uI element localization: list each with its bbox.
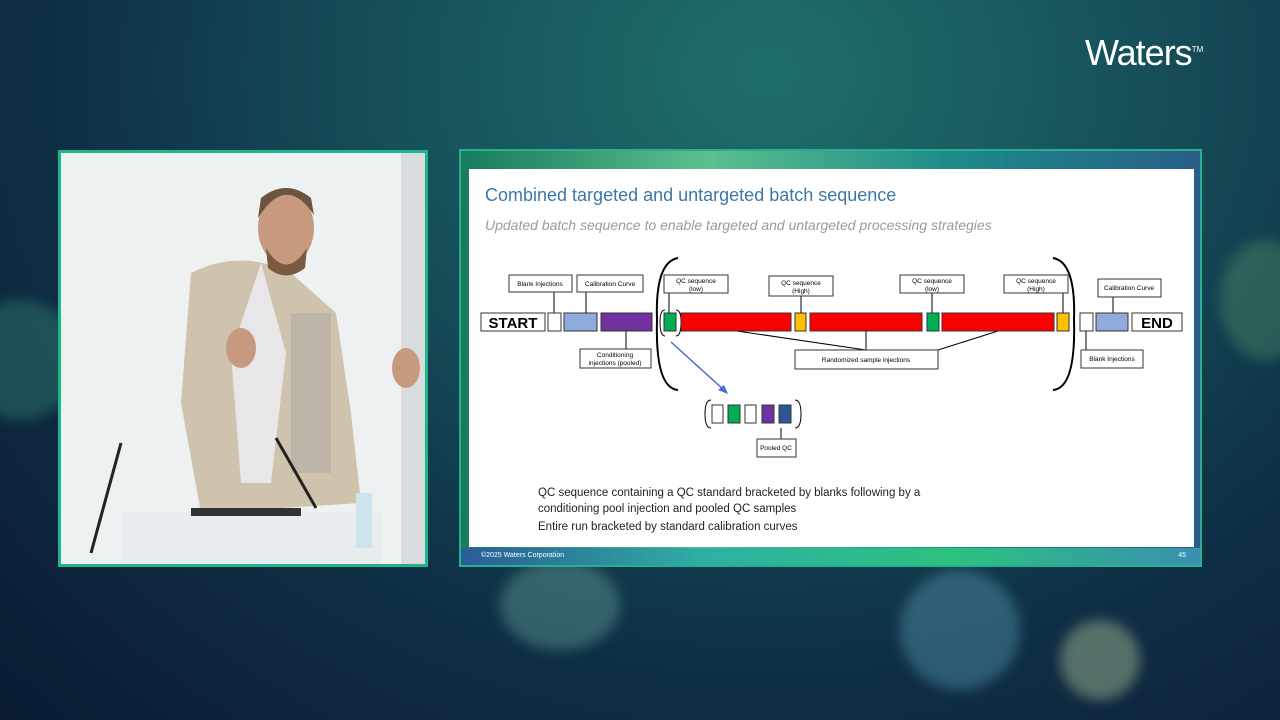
bullet-item: Entire run bracketed by standard calibra…	[538, 521, 798, 533]
slide-title: Combined targeted and untargeted batch s…	[485, 185, 897, 205]
blank-block	[1079, 312, 1094, 332]
page-number: 45	[1178, 552, 1186, 559]
calibration-curve-label: Calibration Curve	[585, 281, 636, 288]
pooled-blank-block	[711, 404, 724, 424]
calibration-block	[563, 312, 598, 332]
pooled-qc-block	[727, 404, 741, 424]
background-bokeh	[1060, 620, 1140, 700]
end-box	[1131, 312, 1183, 332]
qc-high-label: (High)	[792, 288, 810, 295]
background-bokeh	[900, 570, 1020, 690]
slide-bullets: QC sequence containing a QC standard bra…	[538, 485, 978, 537]
waters-logo: WatersTM	[1085, 32, 1204, 73]
qc-high-label: (High)	[1027, 286, 1045, 293]
qc-sequence-label: QC sequence	[912, 278, 952, 285]
slide-subtitle: Updated batch sequence to enable targete…	[485, 217, 992, 233]
qc-low-label: (low)	[925, 286, 939, 293]
arrow-head-icon	[718, 385, 728, 394]
expand-arrow	[670, 341, 725, 391]
conditioning-block	[600, 312, 653, 332]
pooled-conditioning-block	[761, 404, 775, 424]
qc-high-block	[794, 312, 807, 332]
start-box	[480, 312, 546, 332]
blank-block	[547, 312, 562, 332]
calibration-block	[1095, 312, 1129, 332]
slide-footer: ©2025 Waters Corporation 45	[461, 548, 1200, 565]
qc-low-label: (low)	[689, 286, 703, 293]
end-label: END	[1141, 315, 1173, 332]
pooled-qc-sample-block	[778, 404, 792, 424]
conditioning-label: Conditioning	[597, 352, 634, 359]
speaker-video	[58, 150, 428, 567]
qc-sequence-label: QC sequence	[676, 278, 716, 285]
pooled-blank-block	[744, 404, 757, 424]
calibration-curve-label: Calibration Curve	[1104, 285, 1155, 292]
start-label: START	[489, 315, 538, 332]
qc-low-block	[663, 312, 677, 332]
sample-block	[809, 312, 923, 332]
qc-low-block	[926, 312, 940, 332]
sample-block	[941, 312, 1055, 332]
footer-copyright: ©2025 Waters Corporation	[481, 552, 565, 559]
randomized-samples-label: Randomized sample injections	[822, 357, 911, 364]
blank-injections-label: Blank Injections	[517, 281, 563, 288]
conditioning-label: injections (pooled)	[589, 360, 642, 367]
qc-high-block	[1056, 312, 1070, 332]
background-bokeh	[500, 560, 620, 650]
pooled-qc-label: Pooled QC	[760, 445, 792, 452]
speaker-figure	[89, 153, 425, 564]
sample-block	[680, 312, 792, 332]
qc-sequence-label: QC sequence	[1016, 278, 1056, 285]
qc-sequence-label: QC sequence	[781, 280, 821, 287]
blank-injections-label: Blank Injections	[1089, 356, 1135, 363]
bullet-item: QC sequence containing a QC standard bra…	[538, 487, 921, 515]
